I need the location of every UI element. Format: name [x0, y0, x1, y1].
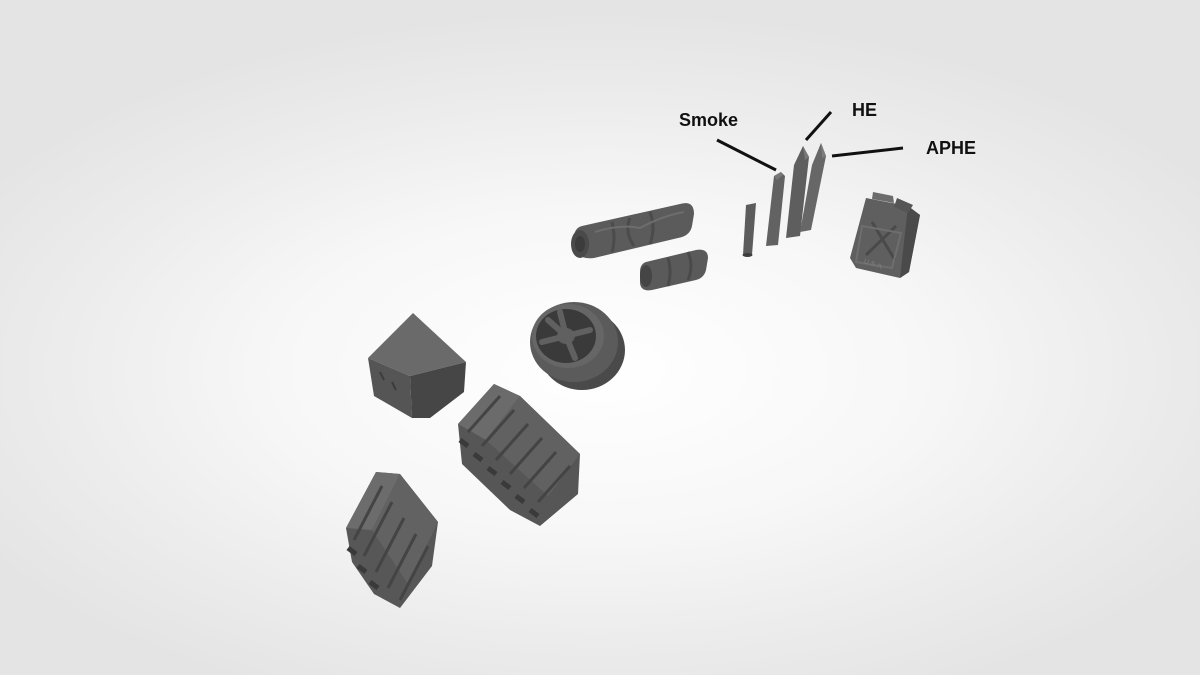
- smoke-leader-line: [716, 138, 777, 172]
- he-leader-line: [804, 111, 833, 141]
- large-bedroll: [571, 203, 694, 259]
- he-label: HE: [852, 100, 878, 120]
- smoke-shell: [766, 172, 785, 246]
- he-shell: [786, 146, 809, 238]
- large-track-link-stack: [458, 384, 580, 526]
- storage-box: [368, 313, 466, 418]
- small-track-link-stack: [346, 472, 438, 608]
- jerrycan: [850, 192, 920, 278]
- aphe-shell: [800, 143, 826, 232]
- aphe-label: APHE: [926, 138, 977, 158]
- smoke-label: Smoke: [679, 110, 739, 130]
- aphe-leader-line: [831, 146, 904, 158]
- shell-casing: [742, 203, 756, 257]
- road-wheel: [530, 302, 625, 390]
- small-bedroll: [640, 249, 708, 291]
